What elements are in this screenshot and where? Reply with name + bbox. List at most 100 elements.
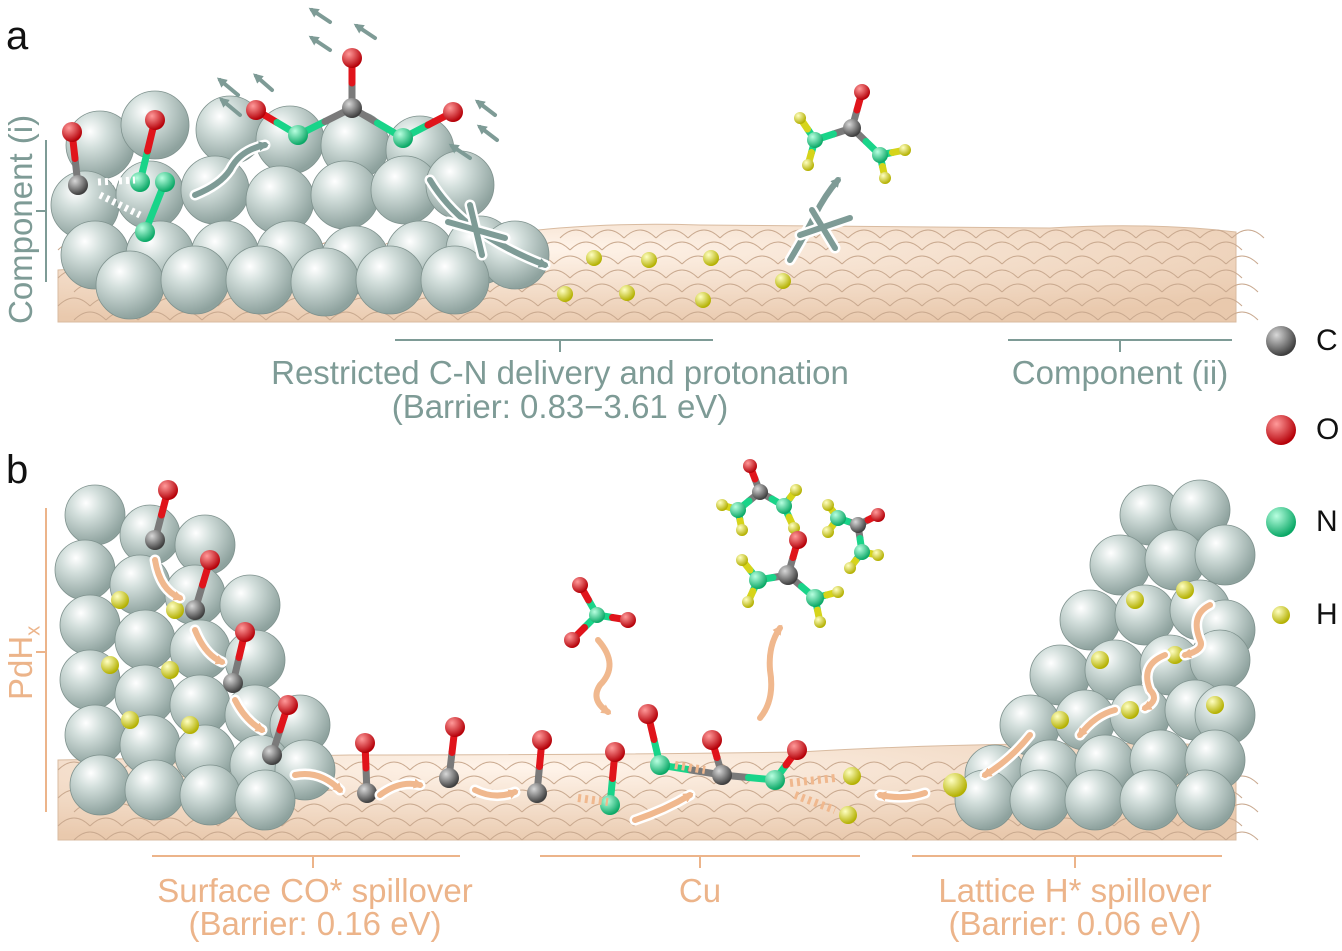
pd-atom [1119, 769, 1181, 831]
pdhx-sub: x [22, 625, 45, 636]
pd-atom [124, 759, 186, 821]
n-atom [807, 132, 823, 148]
n-atom [135, 222, 155, 242]
legend-o-ball [1266, 415, 1296, 445]
o-atom [620, 612, 636, 628]
n-atom [854, 544, 870, 560]
component-i-label: Component (i) [2, 114, 39, 324]
o-atom [445, 717, 465, 737]
h-atom [844, 562, 856, 574]
h-atom [619, 285, 635, 301]
c-atom [752, 484, 768, 500]
c-atom [439, 768, 459, 788]
o-atom [278, 695, 298, 715]
h-atom [775, 273, 791, 289]
lattice-h-atom [121, 711, 139, 729]
n-atom [130, 172, 150, 192]
h-atom [695, 292, 711, 308]
o-atom [702, 730, 722, 750]
h-atom [788, 522, 800, 534]
h-atom [557, 286, 573, 302]
lattice-h-atom [161, 661, 179, 679]
pd-atom [114, 609, 176, 671]
legend-h-label: H [1316, 598, 1338, 631]
o-atom [638, 704, 658, 724]
pd-atom [54, 539, 116, 601]
lattice-h-atom [1121, 701, 1139, 719]
lattice-h-atom [166, 601, 184, 619]
c-atom [850, 517, 866, 533]
lattice-h-atom [1091, 651, 1109, 669]
n-atom [765, 770, 785, 790]
h-atom [794, 112, 806, 124]
lattice-h-atom [1166, 646, 1184, 664]
h-atom [790, 484, 802, 496]
restricted-caption-line1: Restricted C-N delivery and protonation [271, 354, 849, 391]
n-atom [589, 607, 605, 623]
legend-balls [1266, 326, 1296, 624]
n-atom [776, 498, 792, 514]
c-atom [68, 175, 88, 195]
c-atom [843, 119, 861, 137]
h-atom [742, 596, 754, 608]
o-atom [572, 577, 588, 593]
panel-b-brackets [36, 508, 1222, 868]
n-atom [806, 589, 824, 607]
o-atom [235, 622, 255, 642]
pd-atom [1009, 769, 1071, 831]
h-atom [814, 616, 826, 628]
pd-atom [1174, 769, 1236, 831]
lattice-h-atom [1206, 696, 1224, 714]
n-atom [393, 128, 413, 148]
o-atom [854, 84, 870, 100]
cu-caption: Cu [678, 872, 722, 909]
o-atom [789, 531, 807, 549]
pd-atom [160, 245, 230, 315]
o-atom [871, 508, 885, 522]
o-atom [787, 740, 807, 760]
c-atom [262, 745, 282, 765]
lattice-h-atom [1176, 581, 1194, 599]
pd-atom [69, 754, 131, 816]
o-atom [246, 100, 266, 120]
o-atom [605, 742, 625, 762]
pd-atom [64, 484, 126, 546]
o-atom [158, 480, 178, 500]
pd-atom [95, 250, 165, 320]
legend-n-ball [1266, 507, 1296, 537]
h-atom [802, 159, 814, 171]
h-atom [839, 806, 857, 824]
h-atom [879, 172, 891, 184]
pd-atom [179, 764, 241, 826]
h-atom [832, 586, 844, 598]
lattice-h-atom [101, 656, 119, 674]
legend-h-ball [1272, 606, 1290, 624]
n-atom [155, 172, 175, 192]
h-atom [843, 767, 861, 785]
h-atom [716, 499, 728, 511]
n-atom [730, 502, 746, 518]
c-atom [778, 565, 798, 585]
lattice-h-atom [1126, 591, 1144, 609]
panel-b-arrows [149, 554, 1216, 826]
panel-b-pd-cluster-right [954, 479, 1256, 831]
pd-atom [234, 769, 296, 831]
pd-atom [1194, 524, 1256, 586]
panel-a-adsorbates [62, 48, 911, 308]
o-atom [200, 550, 220, 570]
c-atom [342, 98, 362, 118]
n-atom [650, 755, 670, 775]
restricted-caption-line2: (Barrier: 0.83−3.61 eV) [391, 388, 729, 425]
c-atom [185, 600, 205, 620]
o-atom [355, 733, 375, 753]
pd-atom [310, 160, 380, 230]
h-atom [641, 252, 657, 268]
surface-co-caption-line1: Surface CO* spillover [157, 872, 473, 909]
panel-a-brackets [36, 140, 1232, 352]
c-atom [357, 783, 377, 803]
o-atom [743, 459, 757, 473]
h-atom [586, 250, 602, 266]
o-atom [62, 122, 82, 142]
o-atom [443, 102, 463, 122]
